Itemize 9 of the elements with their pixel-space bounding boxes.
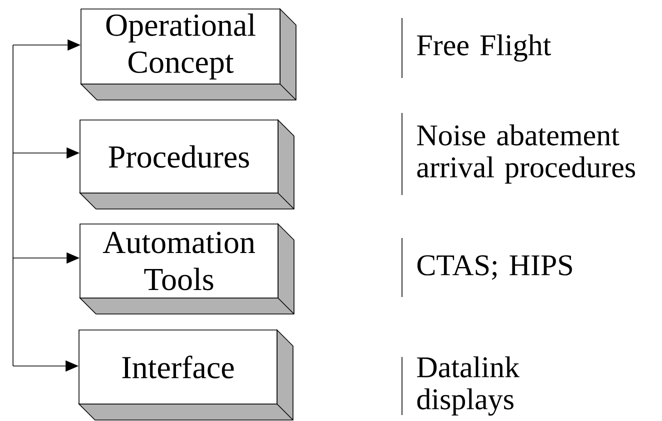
note: Noise abatement arrival procedures: [417, 124, 636, 184]
note: CTAS; HIPS: [417, 255, 572, 280]
note: Free Flight: [417, 34, 552, 62]
box: Automation Tools: [79, 224, 294, 314]
box: Interface: [78, 330, 294, 420]
box: Procedures: [79, 120, 294, 210]
box: Operational Concept: [80, 8, 296, 100]
note: Datalink displays: [417, 356, 520, 416]
trunk-line: [12, 44, 14, 366]
